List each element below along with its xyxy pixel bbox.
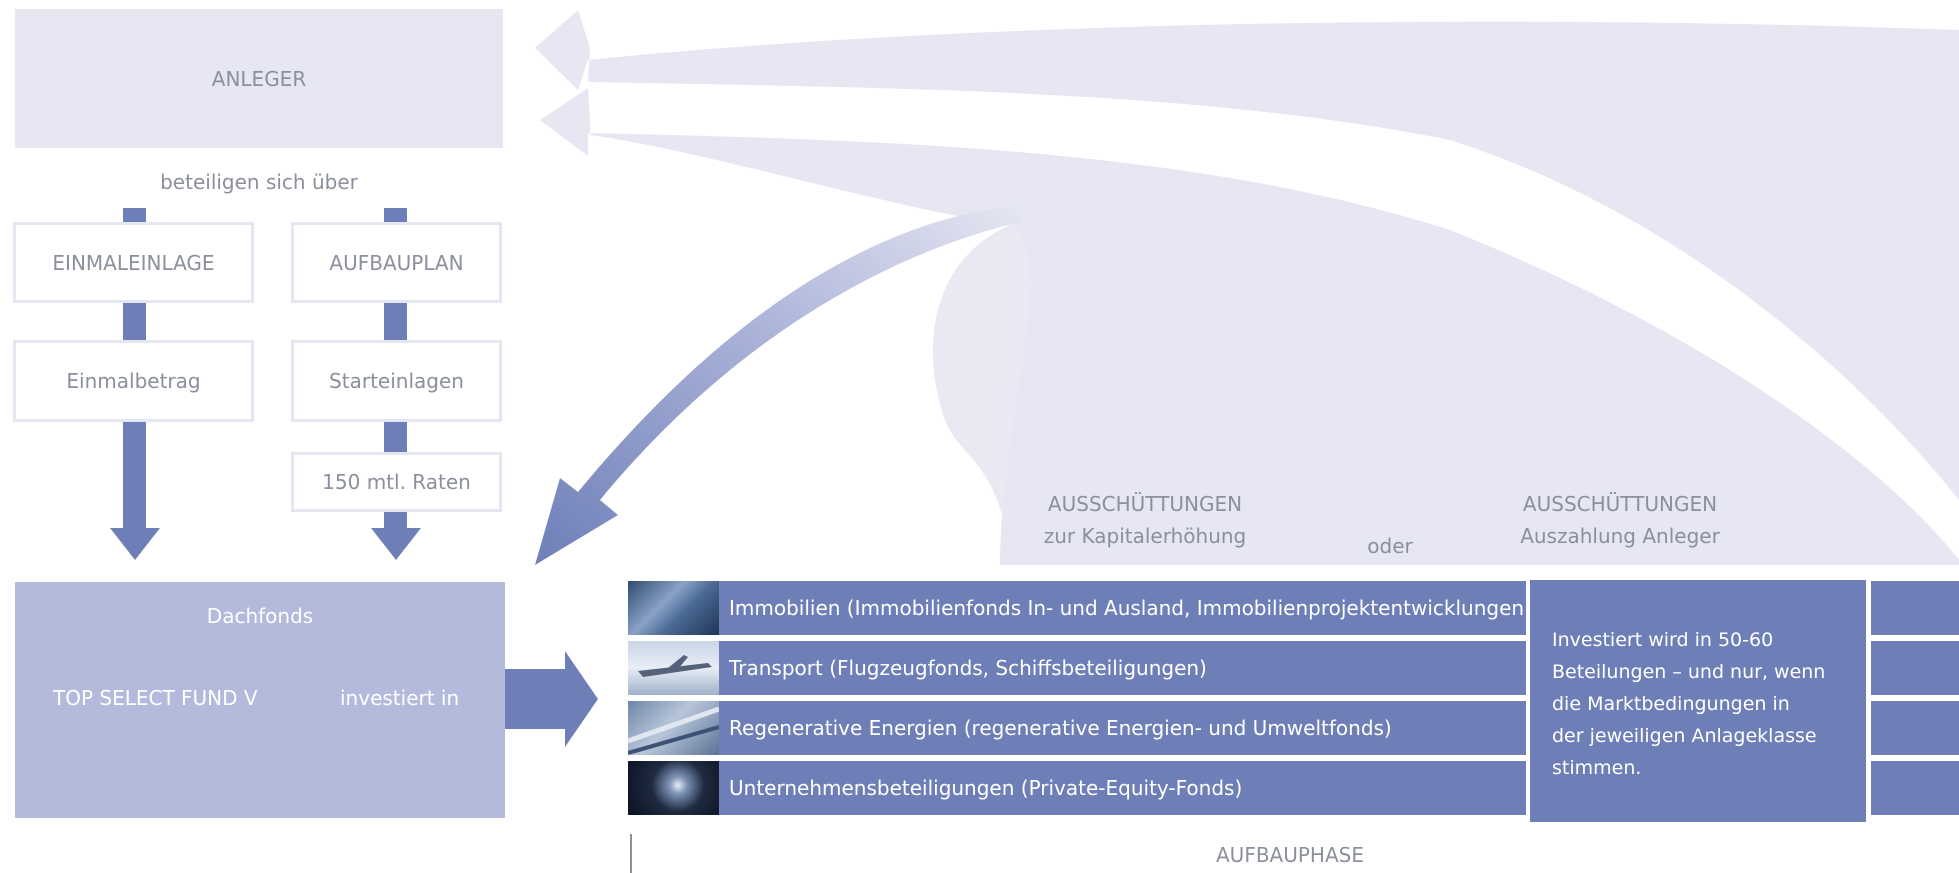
- or-label: oder: [1367, 534, 1413, 558]
- wind-turbine-photo-icon: [628, 701, 719, 755]
- anleger-label: ANLEGER: [211, 66, 307, 91]
- aufbauplan-box: AUFBAUPLAN: [291, 222, 502, 303]
- info-line-3: die Marktbedingungen in: [1552, 693, 1790, 715]
- starteinlagen-label: Starteinlagen: [329, 369, 464, 393]
- left-connector-3: [123, 421, 146, 531]
- outer-return-arrow: [535, 10, 1959, 500]
- asset-label-transport: Transport (Flugzeugfonds, Schiffsbeteili…: [729, 656, 1207, 680]
- airplane-photo-icon: [628, 641, 719, 695]
- asset-label-energie: Regenerative Energien (regenerative Ener…: [729, 716, 1392, 740]
- reinvest-arrow: [535, 205, 1020, 565]
- row-stub-3: [1871, 701, 1959, 755]
- raten-box: 150 mtl. Raten: [291, 452, 502, 512]
- asset-label-unternehmen: Unternehmensbeteiligungen (Private-Equit…: [729, 776, 1243, 800]
- distribution-payout-caption: AUSSCHÜTTUNGEN Auszahlung Anleger: [1480, 488, 1760, 552]
- raten-label: 150 mtl. Raten: [322, 470, 471, 494]
- aufbauplan-label: AUFBAUPLAN: [329, 250, 464, 275]
- asset-row-immobilien: Immobilien (Immobilienfonds In- und Ausl…: [628, 581, 1532, 635]
- distribution-capital-caption: AUSSCHÜTTUNGEN zur Kapitalerhöhung: [1010, 488, 1280, 552]
- info-line-2: Beteilungen – und nur, wenn: [1552, 661, 1826, 683]
- invests-in-label: investiert in: [340, 686, 460, 710]
- einmaleinlage-label: EINMALEINLAGE: [52, 250, 215, 275]
- asset-row-unternehmen: Unternehmensbeteiligungen (Private-Equit…: [628, 761, 1526, 815]
- info-line-1: Investiert wird in 50-60: [1552, 629, 1774, 651]
- left-connector-2: [123, 302, 146, 342]
- row-stub-1: [1871, 581, 1959, 635]
- right-connector-2: [384, 302, 407, 342]
- dachfonds-title: Dachfonds: [206, 604, 314, 628]
- distribution-payout-title: AUSSCHÜTTUNGEN: [1522, 492, 1718, 516]
- dachfonds-box: Dachfonds TOP SELECT FUND V: [15, 582, 505, 818]
- asset-label-immobilien: Immobilien (Immobilienfonds In- und Ausl…: [729, 596, 1532, 620]
- left-down-arrowhead: [110, 528, 160, 560]
- right-connector-3: [384, 421, 407, 453]
- info-line-4: der jeweiligen Anlageklasse: [1552, 725, 1817, 747]
- info-line-5: stimmen.: [1552, 757, 1642, 779]
- phase-label: AUFBAUPHASE: [1216, 843, 1364, 867]
- fund-name: TOP SELECT FUND V: [53, 686, 258, 710]
- right-connector-4: [384, 510, 407, 531]
- asset-row-transport: Transport (Flugzeugfonds, Schiffsbeteili…: [628, 641, 1526, 695]
- right-down-arrowhead: [371, 528, 421, 560]
- asset-row-energie: Regenerative Energien (regenerative Ener…: [628, 701, 1526, 755]
- building-photo-icon: [628, 581, 719, 635]
- reinvest-curve-body: [932, 222, 1036, 560]
- inner-return-arrow: [540, 88, 1959, 565]
- row-stub-4: [1871, 761, 1959, 815]
- einmalbetrag-label: Einmalbetrag: [66, 369, 201, 393]
- distribution-capital-title: AUSSCHÜTTUNGEN: [1047, 492, 1243, 516]
- distribution-payout-sub: Auszahlung Anleger: [1520, 524, 1720, 548]
- einmalbetrag-box: Einmalbetrag: [13, 340, 254, 422]
- lights-photo-icon: [628, 761, 719, 815]
- participation-caption: beteiligen sich über: [160, 170, 358, 194]
- distribution-capital-sub: zur Kapitalerhöhung: [1043, 524, 1247, 548]
- einmaleinlage-box: EINMALEINLAGE: [13, 222, 254, 303]
- row-stub-2: [1871, 641, 1959, 695]
- starteinlagen-box: Starteinlagen: [291, 340, 502, 422]
- investment-info-box: Investiert wird in 50-60 Beteilungen – u…: [1530, 580, 1866, 822]
- anleger-box: ANLEGER: [15, 9, 503, 148]
